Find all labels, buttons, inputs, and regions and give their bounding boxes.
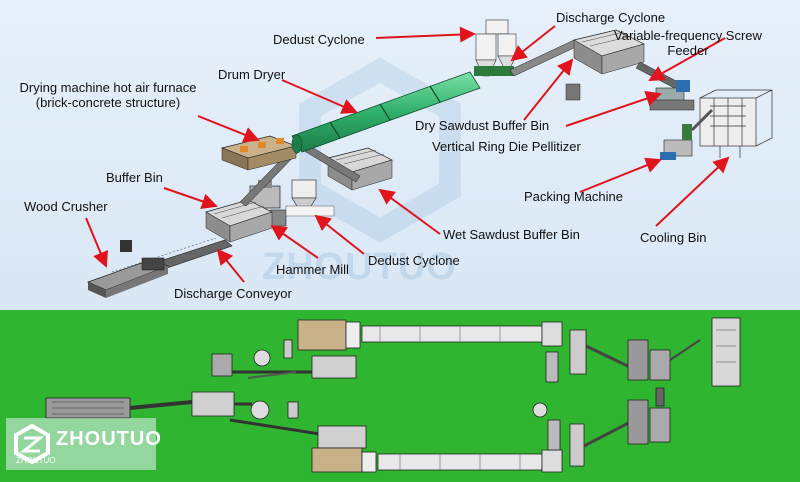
label-hot-air-furnace-line1: Drying machine hot air furnace (19, 80, 197, 95)
label-discharge-cyclone: Discharge Cyclone (556, 10, 666, 25)
label-vf-screw-feeder-line2: Feeder (667, 43, 709, 58)
label-dedust-cyclone-bottom: Dedust Cyclone (368, 253, 460, 268)
dry-sawdust-buffer-bin-shape (573, 29, 645, 75)
packing-machine-shape (660, 124, 693, 160)
label-hot-air-furnace-line2: (brick-concrete structure) (35, 95, 181, 110)
pelletizer-shape (649, 80, 695, 111)
label-vf-screw-feeder: Variable-frequency Screw Feeder (606, 28, 770, 58)
label-wet-sawdust-buffer-bin: Wet Sawdust Buffer Bin (443, 227, 580, 242)
callout-arrows (85, 25, 730, 283)
isometric-diagram (85, 19, 773, 298)
cooling-conveyor (690, 108, 714, 132)
brand-logo-name: ZHOUTUO (56, 428, 162, 450)
label-hammer-mill: Hammer Mill (276, 262, 349, 277)
label-vf-screw-feeder-line1: Variable-frequency Screw (614, 28, 762, 43)
label-wood-crusher: Wood Crusher (24, 199, 108, 214)
label-drum-dryer: Drum Dryer (218, 67, 286, 82)
dedust-cyclone-top-shape (474, 19, 517, 77)
discharge-duct (509, 39, 579, 77)
label-ring-die-pelletizer: Vertical Ring Die Pellitizer (432, 139, 581, 154)
wood-crusher-shape (87, 240, 170, 298)
watermark-text: ZHOUTUO (262, 246, 457, 288)
label-dedust-cyclone-top: Dedust Cyclone (273, 32, 365, 47)
label-discharge-conveyor: Discharge Conveyor (174, 286, 292, 301)
small-cabinet (565, 83, 581, 101)
hot-air-furnace-shape (220, 135, 298, 171)
label-cooling-bin: Cooling Bin (640, 230, 707, 245)
label-packing-machine: Packing Machine (524, 189, 623, 204)
label-buffer-bin: Buffer Bin (106, 170, 163, 185)
drum-dryer-shape (291, 71, 481, 154)
brand-logo (6, 418, 156, 470)
buffer-bin-shape (205, 199, 273, 243)
cooling-bin-shape (699, 89, 773, 158)
label-hot-air-furnace: Drying machine hot air furnace (brick-co… (8, 80, 208, 110)
dedust-cyclone-bottom-shape (285, 179, 335, 217)
brand-logo-icon (14, 424, 50, 464)
brand-logo-sub: ZHOUTUO (16, 456, 56, 465)
watermark-logo (299, 57, 461, 243)
label-dry-sawdust-buffer-bin: Dry Sawdust Buffer Bin (415, 118, 550, 133)
